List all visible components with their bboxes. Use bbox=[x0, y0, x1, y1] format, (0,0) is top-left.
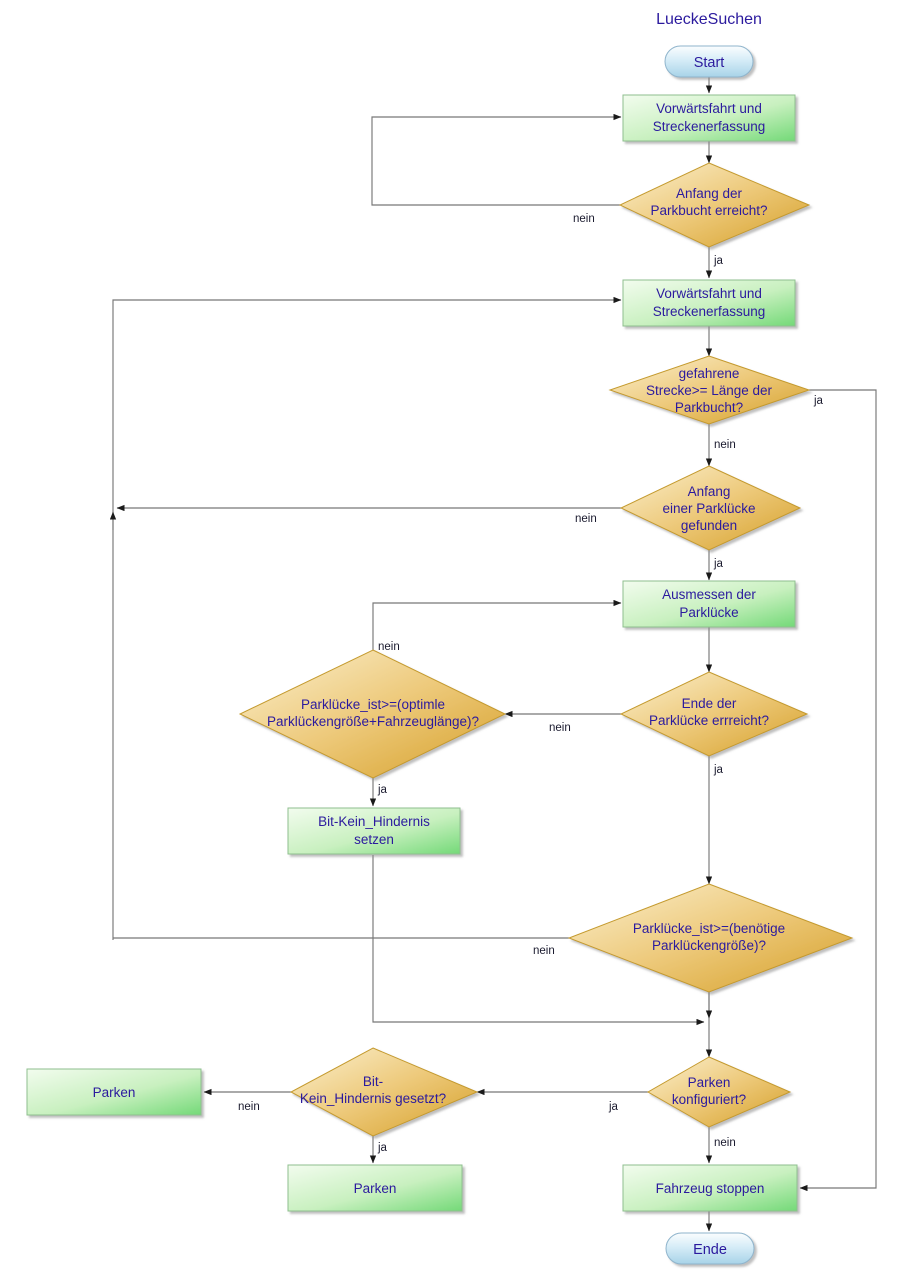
edge-strecke-ja-to-stoppen bbox=[799, 389, 877, 1192]
node-endeluecke-line1: Ende der bbox=[682, 696, 737, 711]
node-parkenkonf-line1: Parken bbox=[688, 1075, 731, 1090]
node-parken-konfiguriert[interactable]: Parken konfiguriert? bbox=[646, 1056, 792, 1128]
edge-label-optimal-ja: ja bbox=[377, 784, 388, 796]
node-bitgesetzt-line2: Kein_Hindernis gesetzt? bbox=[300, 1091, 446, 1106]
edge-label-parkenkonf-ja: ja bbox=[608, 1101, 619, 1113]
node-start-label: Start bbox=[694, 55, 725, 71]
node-optimal-line2: Parklückengröße+Fahrzeuglänge)? bbox=[267, 714, 479, 729]
node-ende-label: Ende bbox=[693, 1242, 727, 1258]
node-parkluecke-ist-vs-optimale-groesse[interactable]: Parklücke_ist>=(optimle Parklückengröße+… bbox=[238, 649, 507, 779]
node-endeluecke-line2: Parklücke errreicht? bbox=[649, 713, 769, 728]
node-parkenkonf-line2: konfiguriert? bbox=[672, 1092, 746, 1107]
node-strecke-line1: gefahrene bbox=[679, 366, 740, 381]
node-anfangbucht-line1: Anfang der bbox=[676, 186, 743, 201]
edge-label-anfangluecke-ja: ja bbox=[713, 558, 724, 570]
node-vorwaertsfahrt-streckenerfassung-2[interactable]: Vorwärtsfahrt und Streckenerfassung bbox=[622, 279, 796, 327]
edge-label-parkenkonf-nein: nein bbox=[714, 1137, 736, 1149]
node-strecke-line3: Parkbucht? bbox=[675, 400, 743, 415]
node-anfang-der-parkbucht-erreicht[interactable]: Anfang der Parkbucht erreicht? bbox=[618, 162, 811, 248]
node-fahrzeug-stoppen[interactable]: Fahrzeug stoppen bbox=[622, 1164, 798, 1212]
node-bitgesetzt-line1: Bit- bbox=[363, 1074, 383, 1089]
node-bit-kein-hindernis-setzen[interactable]: Bit-Kein_Hindernis setzen bbox=[287, 807, 461, 855]
node-parkenlinks-label: Parken bbox=[93, 1085, 136, 1100]
node-parken-links[interactable]: Parken bbox=[26, 1068, 202, 1116]
node-ausmessen-line1: Ausmessen der bbox=[662, 587, 756, 602]
node-bit-kein-hindernis-gesetzt[interactable]: Bit- Kein_Hindernis gesetzt? bbox=[289, 1047, 479, 1137]
node-anfang-einer-parkluecke-gefunden[interactable]: Anfang einer Parklücke gefunden bbox=[619, 465, 802, 551]
node-anfangluecke-line2: einer Parklücke bbox=[662, 501, 755, 516]
edge-optimal-nein-to-ausmessen bbox=[372, 599, 622, 672]
node-parkluecke-ist-vs-benoetigte-groesse[interactable]: Parklücke_ist>=(benötige Parklückengröße… bbox=[567, 883, 854, 993]
edge-label-bitgesetzt-ja: ja bbox=[377, 1142, 388, 1154]
edge-bitsetzen-to-parkenkonf bbox=[372, 855, 705, 1026]
node-start[interactable]: Start bbox=[664, 45, 754, 78]
node-stoppen-label: Fahrzeug stoppen bbox=[656, 1181, 765, 1196]
node-anfangbucht-line2: Parkbucht erreicht? bbox=[650, 203, 767, 218]
edge-label-strecke-nein: nein bbox=[714, 439, 736, 451]
node-anfangluecke-line1: Anfang bbox=[688, 484, 731, 499]
edge-label-anfangbucht-ja: ja bbox=[713, 255, 724, 267]
edge-label-endeluecke-nein: nein bbox=[549, 722, 571, 734]
node-gefahrene-strecke-vs-laenge[interactable]: gefahrene Strecke>= Länge der Parkbucht? bbox=[608, 355, 811, 425]
edge-leftrail-to-vorwaerts2 bbox=[112, 296, 622, 940]
node-bitsetzen-line1: Bit-Kein_Hindernis bbox=[318, 814, 430, 829]
node-ausmessen-der-parkluecke[interactable]: Ausmessen der Parklücke bbox=[622, 580, 796, 628]
edge-label-strecke-ja: ja bbox=[813, 395, 824, 407]
node-ende[interactable]: Ende bbox=[665, 1232, 755, 1265]
node-parken-mitte[interactable]: Parken bbox=[287, 1164, 463, 1212]
edge-label-optimal-nein: nein bbox=[378, 641, 400, 653]
edge-label-bitgesetzt-nein: nein bbox=[238, 1101, 260, 1113]
node-ende-der-parkluecke-erreicht[interactable]: Ende der Parklücke errreicht? bbox=[619, 671, 809, 757]
node-vorwaerts2-line1: Vorwärtsfahrt und bbox=[656, 286, 762, 301]
node-ausmessen-line2: Parklücke bbox=[679, 605, 738, 620]
edge-label-anfangluecke-nein: nein bbox=[575, 513, 597, 525]
node-benoetigt-line2: Parklückengröße)? bbox=[652, 938, 766, 953]
edge-anfangbucht-nein-loop bbox=[371, 113, 622, 206]
edge-label-layer: nein ja ja nein nein ja nein nein ja ja … bbox=[238, 213, 824, 1154]
node-vorwaerts1-line1: Vorwärtsfahrt und bbox=[656, 101, 762, 116]
node-optimal-line1: Parklücke_ist>=(optimle bbox=[301, 697, 445, 712]
edge-label-endeluecke-ja: ja bbox=[713, 764, 724, 776]
node-anfangluecke-line3: gefunden bbox=[681, 518, 737, 533]
edge-label-anfangbucht-nein: nein bbox=[573, 213, 595, 225]
node-vorwaertsfahrt-streckenerfassung-1[interactable]: Vorwärtsfahrt und Streckenerfassung bbox=[622, 94, 796, 142]
edge-layer bbox=[109, 77, 877, 1232]
node-strecke-line2: Strecke>= Länge der bbox=[646, 383, 773, 398]
edge-label-benoetigt-nein: nein bbox=[533, 945, 555, 957]
node-parkenmitte-label: Parken bbox=[354, 1181, 397, 1196]
node-vorwaerts1-line2: Streckenerfassung bbox=[653, 119, 766, 134]
node-bitsetzen-line2: setzen bbox=[354, 832, 394, 847]
page-title: LueckeSuchen bbox=[656, 11, 762, 28]
node-benoetigt-line1: Parklücke_ist>=(benötige bbox=[633, 921, 785, 936]
node-vorwaerts2-line2: Streckenerfassung bbox=[653, 304, 766, 319]
